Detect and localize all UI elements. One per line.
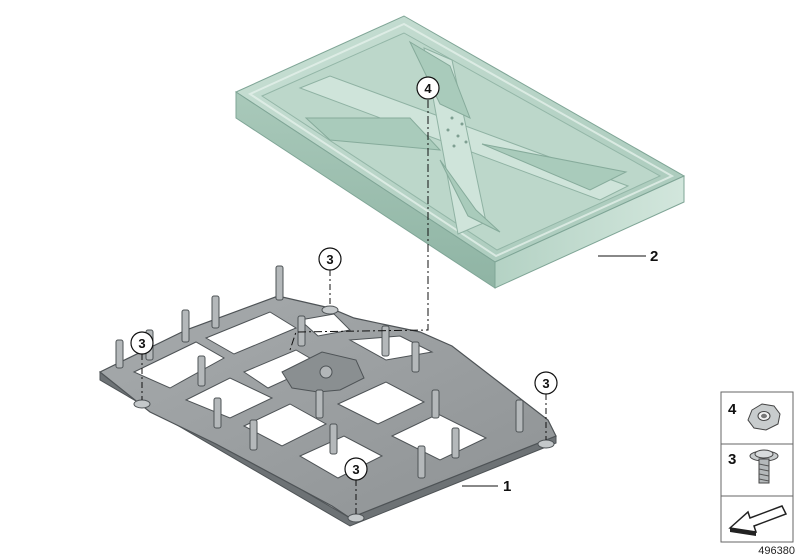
cover-pocket-left — [304, 117, 442, 151]
part-label-cover: 2 — [650, 248, 658, 265]
plate-studs — [115, 265, 524, 479]
battery-cover — [234, 15, 686, 289]
flange-screw-icon — [749, 449, 779, 484]
callout-screw-top: 3 — [318, 247, 342, 271]
plate-screw-heads — [133, 305, 555, 523]
part-label-holder: 1 — [503, 478, 511, 495]
battery-holder-plate — [98, 295, 557, 527]
plate-center-stud-base — [319, 365, 333, 379]
legend-nut-ref: 4 — [728, 401, 737, 418]
cover-pocket-bottom — [439, 159, 501, 233]
parts-legend: 4 3 — [720, 391, 794, 543]
leader-lines — [141, 100, 646, 514]
plate-frame — [98, 295, 557, 519]
orientation-arrow-icon — [728, 505, 788, 536]
cover-holes — [446, 116, 468, 148]
callout-nut: 4 — [416, 76, 440, 100]
image-code: 496380 — [758, 545, 795, 557]
svg-text:3: 3 — [352, 462, 359, 477]
leader-nut — [289, 100, 429, 351]
cover-pocket-right — [481, 143, 628, 191]
callout-screw-left: 3 — [130, 331, 154, 355]
svg-text:4: 4 — [424, 81, 432, 96]
callout-screw-right: 3 — [534, 371, 558, 395]
svg-text:3: 3 — [542, 376, 549, 391]
svg-text:3: 3 — [138, 336, 145, 351]
hex-nut-icon — [747, 403, 781, 431]
legend-screw-ref: 3 — [728, 451, 736, 468]
plate-cutouts — [132, 311, 488, 479]
callout-screw-bottom: 3 — [344, 457, 368, 481]
cover-side-right — [494, 175, 685, 289]
cover-rim — [247, 22, 675, 258]
svg-text:3: 3 — [326, 252, 333, 267]
